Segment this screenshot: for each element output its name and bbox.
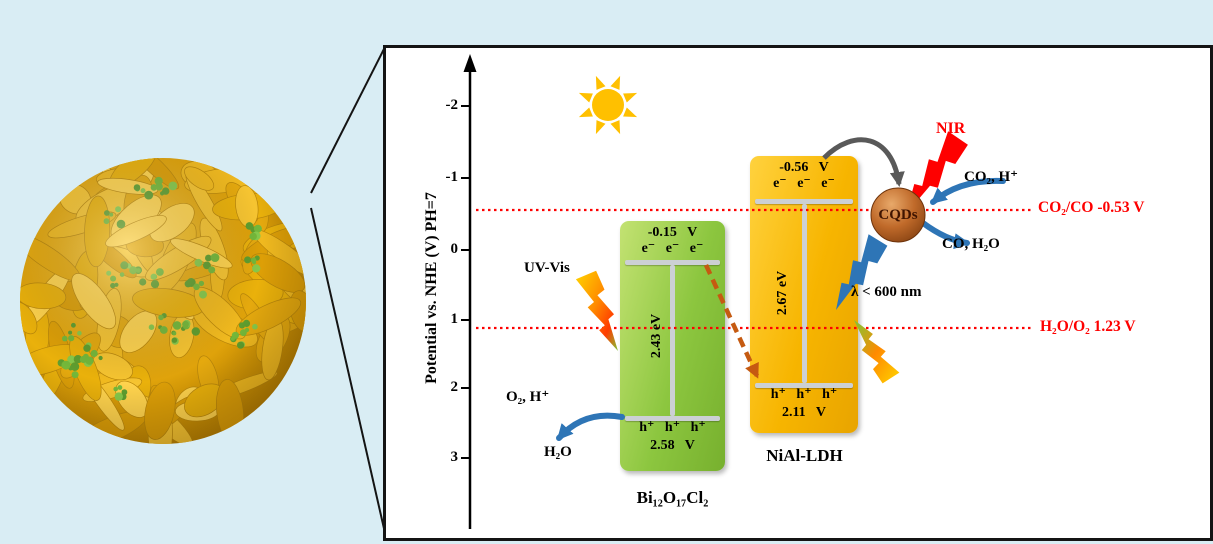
uv-vis-lightning-icon <box>575 270 618 351</box>
tick-label-three: 3 <box>450 449 459 465</box>
h2o-label: H₂O <box>544 444 572 460</box>
ldh-vb-line <box>755 383 853 388</box>
tick-label-minus1: -1 <box>445 169 459 185</box>
tick-label-minus2: -2 <box>445 97 459 113</box>
bi-vb-line <box>625 416 720 421</box>
y-axis-arrow <box>463 54 477 72</box>
bi-holes: h⁺ h⁺ h⁺ <box>639 420 706 435</box>
h2o-o2-level-label: H₂O/O₂ 1.23 V <box>1040 318 1136 335</box>
water-oxidation-arrow <box>556 412 625 441</box>
bi-bandgap-label: 2.43 eV <box>649 313 664 359</box>
lambda-label: λ < 600 nm <box>851 284 922 300</box>
connector-line-bottom <box>310 207 386 534</box>
ldh-cb-line <box>755 199 853 204</box>
nir-label: NIR <box>936 120 966 137</box>
nial-ldh-band-bar: -0.56 V e⁻ e⁻ e⁻ h⁺ h⁺ h⁺ 2.11 V <box>750 156 858 433</box>
co2-input-label: CO₂, H⁺ <box>964 169 1019 185</box>
ldh-band-name: NiAl-LDH <box>766 446 843 465</box>
ldh-bandgap-label: 2.67 eV <box>775 270 790 316</box>
microsphere-shading <box>20 158 306 444</box>
tick-label-two: 2 <box>450 379 459 395</box>
bi-electrons: e⁻ e⁻ e⁻ <box>641 241 704 256</box>
bi-cb-line <box>625 260 720 265</box>
nir-lightning-icon <box>906 131 968 214</box>
ldh-electrons: e⁻ e⁻ e⁻ <box>773 176 835 191</box>
sun-icon <box>578 75 638 135</box>
cqds-label: CQDs <box>878 207 918 223</box>
band-diagram-panel: -0.15 V e⁻ e⁻ e⁻ h⁺ h⁺ h⁺ 2.58 V -0.56 V… <box>383 45 1213 541</box>
co2-co-level-label: CO₂/CO -0.53 V <box>1038 199 1145 216</box>
bi-gap-stripe <box>670 265 675 416</box>
o2-label: O₂, H⁺ <box>506 389 550 405</box>
y-axis-ticks <box>461 105 470 459</box>
connector-line-top <box>310 46 386 194</box>
microsphere-image <box>20 158 306 444</box>
ldh-gap-stripe <box>801 204 807 383</box>
ldh-cb-potential: -0.56 V <box>779 160 829 175</box>
visible-light-lightning-icon <box>854 320 900 384</box>
uv-vis-label: UV-Vis <box>524 260 570 276</box>
co-output-label: CO, H₂O <box>942 236 1000 252</box>
bi12o17cl2-band-bar: -0.15 V e⁻ e⁻ e⁻ h⁺ h⁺ h⁺ 2.58 V <box>620 221 725 471</box>
ldh-vb-potential: 2.11 V <box>781 405 827 420</box>
tick-label-one: 1 <box>450 311 459 327</box>
bi-band-name: Bi₁₂O₁₇Cl₂ <box>636 488 709 507</box>
bi-cb-potential: -0.15 V <box>647 225 698 240</box>
bi-vb-potential: 2.58 V <box>650 438 695 453</box>
ldh-holes: h⁺ h⁺ h⁺ <box>770 387 838 402</box>
tick-label-zero: 0 <box>450 241 459 257</box>
